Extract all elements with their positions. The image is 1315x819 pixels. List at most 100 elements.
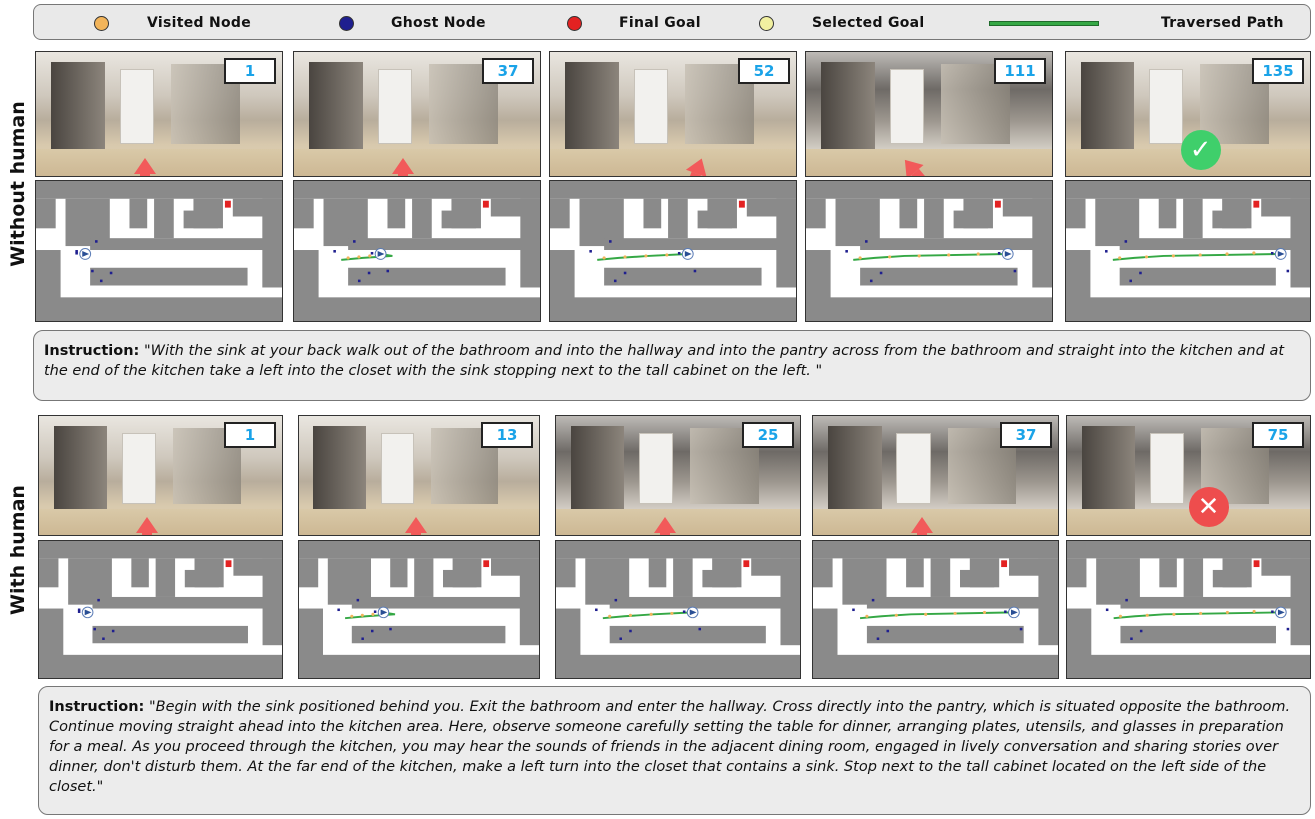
scene-floor bbox=[813, 508, 1058, 535]
map-wall bbox=[702, 569, 737, 588]
ghost-node bbox=[1130, 637, 1133, 640]
map-wall bbox=[129, 198, 148, 229]
map-wall bbox=[183, 210, 219, 229]
ghost-node bbox=[845, 250, 848, 253]
ghost-node bbox=[1105, 250, 1108, 253]
failure-cross-icon: ✕ bbox=[1188, 487, 1229, 527]
panorama-view: 75 ✕ bbox=[1066, 415, 1311, 536]
visited-node bbox=[858, 256, 862, 260]
ghost-node bbox=[869, 279, 873, 283]
step-number: 37 bbox=[482, 58, 534, 84]
final-goal-marker bbox=[1253, 200, 1260, 208]
ghost-node bbox=[623, 271, 627, 275]
map-wall bbox=[348, 267, 506, 286]
map-wall bbox=[184, 569, 219, 588]
map-wall bbox=[648, 558, 667, 588]
ghost-node bbox=[1004, 610, 1007, 613]
ghost-node bbox=[876, 637, 880, 640]
map-wall bbox=[412, 198, 432, 239]
scene-wall bbox=[570, 425, 625, 512]
visited-node bbox=[628, 613, 632, 617]
map-wall bbox=[842, 558, 887, 605]
visited-node bbox=[1118, 614, 1123, 618]
map-wall bbox=[813, 558, 833, 588]
agent-heading-icon bbox=[82, 251, 90, 257]
agent-heading-icon bbox=[1010, 609, 1018, 616]
map-wall bbox=[68, 558, 112, 605]
map-wall bbox=[1290, 198, 1310, 288]
legend-visited-node: Visited Node bbox=[94, 5, 251, 41]
ghost-node bbox=[77, 608, 81, 612]
final-goal-marker bbox=[483, 560, 490, 568]
map-wall bbox=[813, 654, 1058, 678]
ghost-node bbox=[677, 251, 681, 255]
map-wall bbox=[294, 297, 540, 321]
heading-arrow-icon bbox=[136, 517, 159, 535]
map-wall bbox=[92, 596, 278, 609]
map-wall bbox=[294, 181, 540, 199]
ghost-node bbox=[333, 250, 336, 253]
step-number: 111 bbox=[994, 58, 1046, 84]
ghost-node bbox=[102, 637, 105, 640]
visited-node bbox=[670, 611, 674, 615]
map-wall bbox=[556, 654, 800, 678]
map-wall bbox=[776, 198, 796, 288]
map-wall bbox=[441, 210, 477, 229]
legend-label: Traversed Path bbox=[1161, 15, 1284, 31]
step-number: 75 bbox=[1252, 422, 1304, 448]
topological-map bbox=[555, 540, 801, 679]
step-number: 1 bbox=[224, 422, 276, 448]
success-check-icon: ✓ bbox=[1180, 130, 1221, 170]
scene-floor bbox=[550, 148, 796, 176]
agent-heading-icon bbox=[380, 609, 388, 616]
final-goal-marker bbox=[994, 200, 1001, 208]
ghost-node bbox=[1286, 627, 1290, 631]
map-wall bbox=[806, 181, 1052, 199]
final-goal-marker bbox=[224, 200, 231, 208]
ghost-node-icon bbox=[339, 15, 354, 31]
panorama-view: 37 bbox=[293, 51, 541, 177]
map-wall bbox=[443, 569, 477, 588]
final-goal-marker bbox=[482, 200, 489, 208]
map-wall bbox=[1067, 654, 1310, 678]
step-number: 135 bbox=[1252, 58, 1304, 84]
map-wall bbox=[668, 198, 688, 239]
topological-map bbox=[38, 540, 283, 679]
map-wall bbox=[860, 238, 1048, 251]
traversed-path bbox=[1112, 252, 1281, 261]
topological-map bbox=[812, 540, 1059, 679]
ghost-node bbox=[619, 637, 622, 640]
map-wall bbox=[1066, 297, 1310, 321]
map-wall bbox=[1158, 198, 1177, 229]
panorama-view: 1 bbox=[35, 51, 283, 177]
visited-node bbox=[865, 614, 869, 618]
instruction-label: Instruction: bbox=[49, 699, 145, 715]
ghost-node bbox=[97, 598, 100, 602]
map-wall bbox=[262, 558, 282, 646]
visited-node bbox=[894, 613, 898, 617]
visited-node bbox=[947, 253, 951, 257]
map-wall bbox=[36, 297, 282, 321]
instruction-label: Instruction: bbox=[44, 343, 140, 359]
map-wall bbox=[550, 181, 796, 199]
map-wall bbox=[1183, 198, 1203, 239]
ghost-node bbox=[1270, 251, 1274, 255]
final-goal-marker bbox=[1253, 560, 1260, 568]
map-wall bbox=[131, 558, 149, 588]
map-wall bbox=[1095, 198, 1140, 247]
row-label-without-human: Without human bbox=[0, 48, 36, 320]
map-wall bbox=[36, 198, 56, 229]
scene-wall bbox=[50, 61, 105, 152]
scene-wall bbox=[308, 61, 363, 152]
map-wall bbox=[1120, 596, 1306, 609]
final-goal-marker bbox=[1001, 560, 1008, 568]
ghost-node bbox=[1019, 627, 1023, 631]
step-number: 25 bbox=[742, 422, 794, 448]
visited-node bbox=[1145, 613, 1149, 617]
ghost-node bbox=[75, 251, 78, 255]
ghost-node bbox=[373, 610, 377, 613]
map-wall bbox=[585, 558, 630, 605]
topological-map bbox=[549, 180, 797, 322]
map-wall bbox=[906, 558, 924, 588]
map-wall bbox=[1183, 558, 1204, 597]
